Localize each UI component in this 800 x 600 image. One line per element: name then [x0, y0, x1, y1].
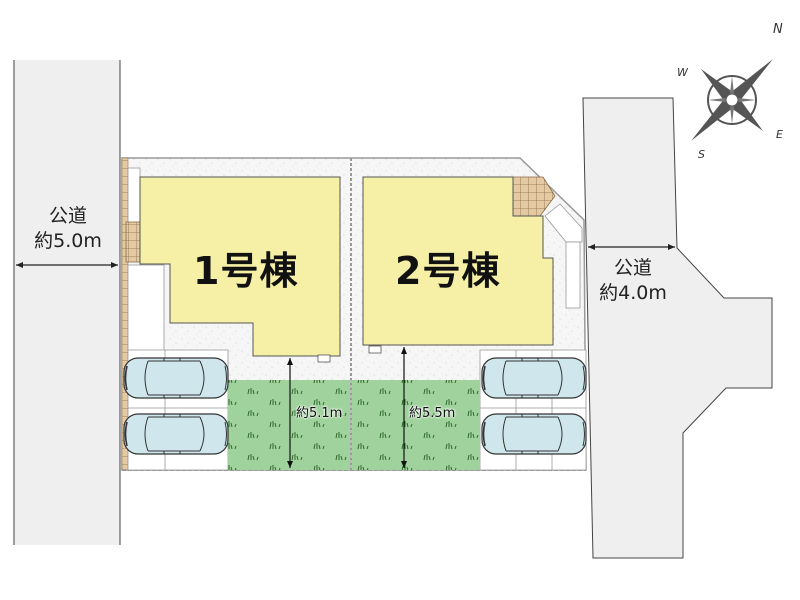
dim-label-lot-2: 約5.5m: [409, 406, 456, 421]
east-road-label: 公道 約4.0m: [588, 256, 678, 306]
west-road-label: 公道 約5.0m: [18, 204, 118, 254]
building-2-footprint: [362, 176, 554, 346]
west-road: [13, 60, 121, 545]
dim-label-lot-1: 約5.1m: [296, 406, 343, 421]
building-2-utility-box: [368, 345, 382, 354]
car-1b: [123, 413, 229, 455]
compass-rose-icon: [690, 58, 774, 142]
building-1-utility-box: [317, 354, 331, 363]
dim-arrow-lot-1: [287, 358, 293, 468]
lawn-2: [352, 380, 480, 470]
east-road-type: 公道: [613, 257, 652, 279]
building-1-label: 1号棟: [193, 249, 299, 293]
car-1a: [123, 357, 229, 399]
building-1-footprint: [139, 176, 341, 357]
building-2-label: 2号棟: [395, 249, 501, 293]
lawn-1: [228, 380, 350, 470]
west-road-width-arrow: [16, 262, 118, 268]
compass-e: E: [776, 128, 783, 141]
west-road-type: 公道: [48, 205, 87, 227]
car-2a: [481, 357, 587, 399]
compass-s: S: [698, 148, 705, 161]
east-road-width-arrow: [588, 244, 675, 250]
compass-w: W: [677, 66, 688, 79]
compass-n: N: [773, 22, 783, 37]
east-road-width: 約4.0m: [599, 282, 667, 304]
west-road-width: 約5.0m: [34, 230, 102, 252]
car-2b: [481, 413, 587, 455]
dim-arrow-lot-2: [401, 347, 407, 468]
east-road: [582, 97, 773, 559]
